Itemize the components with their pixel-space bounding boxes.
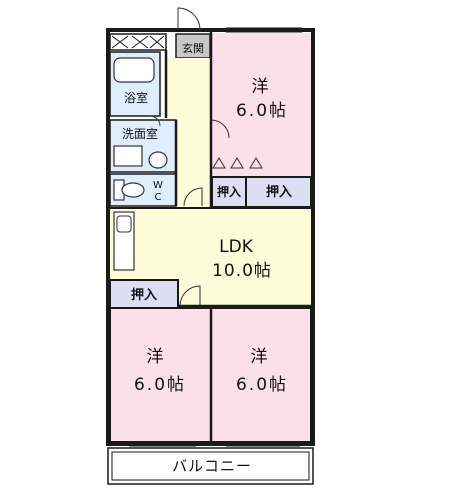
closet-3-label: 押入 bbox=[131, 287, 157, 303]
bedroom-sw-size: 6.0帖 bbox=[134, 375, 186, 395]
closet-1-label: 押入 bbox=[217, 184, 241, 199]
bedroom-se-type: 洋 bbox=[251, 347, 268, 367]
wc-label-w: W bbox=[153, 180, 163, 191]
entrance-label: 玄関 bbox=[182, 41, 204, 55]
bedroom-sw bbox=[109, 307, 212, 443]
kitchen-sink-icon bbox=[116, 215, 132, 233]
bedroom-ne-type: 洋 bbox=[252, 77, 269, 97]
sink-icon bbox=[113, 145, 143, 167]
ldk-type: LDK bbox=[219, 237, 254, 257]
door-swings bbox=[149, 7, 230, 307]
bathtub-icon bbox=[113, 57, 155, 83]
bedroom-se-size: 6.0帖 bbox=[236, 375, 288, 395]
closet-door-marks bbox=[212, 157, 263, 169]
toilet-icon bbox=[121, 182, 145, 198]
wc bbox=[109, 173, 177, 207]
balcony-label: バルコニー bbox=[172, 457, 252, 475]
bedroom-sw-type: 洋 bbox=[147, 347, 164, 367]
bedroom-ne bbox=[212, 33, 311, 177]
bath-label: 浴室 bbox=[124, 90, 148, 105]
washbasin-icon bbox=[148, 151, 168, 169]
wc-label-c: C bbox=[155, 192, 162, 203]
windows bbox=[129, 27, 302, 447]
bedroom-se bbox=[210, 307, 312, 443]
balcony bbox=[107, 447, 314, 485]
washroom-label: 洗面室 bbox=[122, 126, 158, 141]
bedroom-ne-size: 6.0帖 bbox=[236, 101, 288, 121]
ldk-size: 10.0帖 bbox=[212, 261, 272, 281]
closet-2-label: 押入 bbox=[266, 184, 292, 200]
